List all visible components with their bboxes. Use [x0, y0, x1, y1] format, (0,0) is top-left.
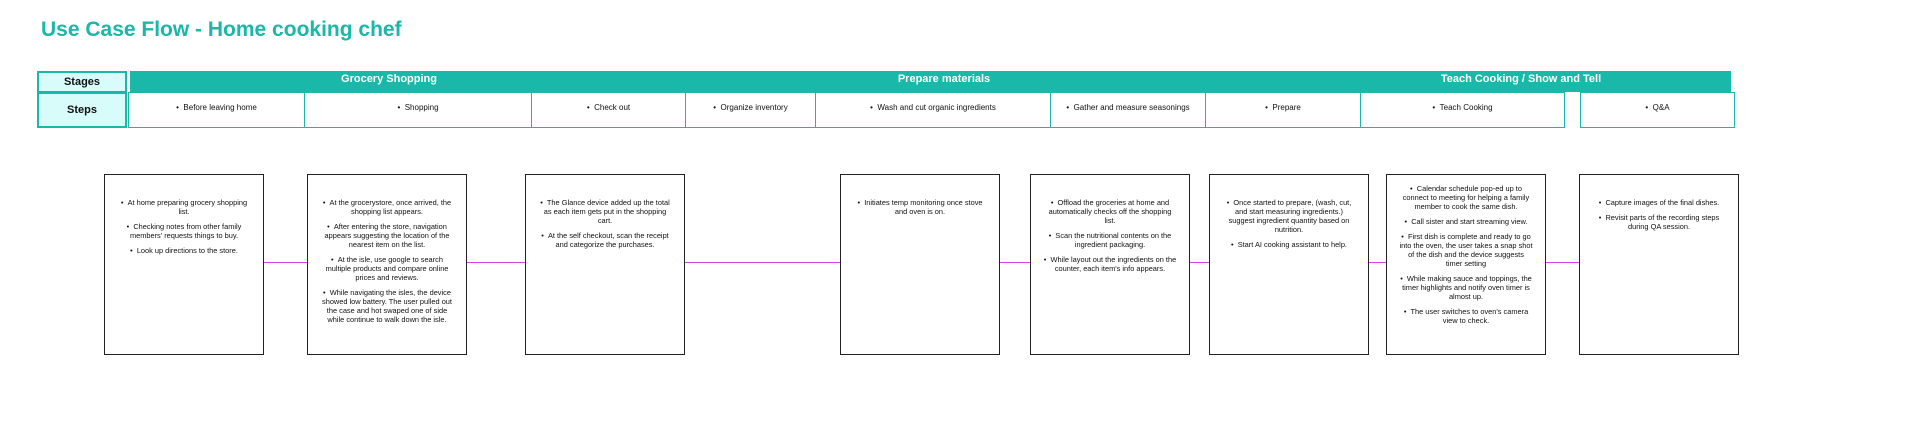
step-before-leaving-home: Before leaving home	[128, 92, 305, 128]
connector-line	[684, 262, 840, 263]
card-bullet: Look up directions to the store.	[117, 246, 251, 255]
card-bullet: Scan the nutritional contents on the ing…	[1043, 231, 1177, 249]
connector-line	[1189, 262, 1209, 263]
card-bullet: At the isle, use google to search multip…	[320, 255, 454, 282]
card-bullet: At the self checkout, scan the receipt a…	[538, 231, 672, 249]
card-bullet: While making sauce and toppings, the tim…	[1399, 274, 1533, 301]
card-bullet: Calendar schedule pop-ed up to connect t…	[1399, 184, 1533, 211]
step-wash-cut: Wash and cut organic ingredients	[815, 92, 1051, 128]
card-bullet: First dish is complete and ready to go i…	[1399, 232, 1533, 268]
step-teach-cooking: Teach Cooking	[1360, 92, 1565, 128]
card-bullet: The user switches to oven's camera view …	[1399, 307, 1533, 325]
card-bullet: At the grocerystore, once arrived, the s…	[320, 198, 454, 216]
stages-band	[130, 71, 1731, 92]
card-teach-cooking: Calendar schedule pop-ed up to connect t…	[1386, 174, 1546, 355]
connector-line	[1368, 262, 1386, 263]
card-before-leaving-home: At home preparing grocery shopping list.…	[104, 174, 264, 355]
card-bullet: Call sister and start streaming view.	[1399, 217, 1533, 226]
stage-grocery-shopping: Grocery Shopping	[341, 73, 437, 85]
card-qa: Capture images of the final dishes. Revi…	[1579, 174, 1739, 355]
card-bullet: At home preparing grocery shopping list.	[117, 198, 251, 216]
page-title: Use Case Flow - Home cooking chef	[41, 18, 402, 41]
card-bullet: While layout out the ingredients on the …	[1043, 255, 1177, 273]
card-check-out: The Glance device added up the total as …	[525, 174, 685, 355]
step-shopping: Shopping	[304, 92, 532, 128]
step-qa: Q&A	[1580, 92, 1735, 128]
stage-prepare-materials: Prepare materials	[897, 73, 991, 85]
steps-label: Steps	[37, 92, 127, 128]
card-prepare: Once started to prepare, (wash, cut, and…	[1209, 174, 1369, 355]
card-bullet: Capture images of the final dishes.	[1592, 198, 1726, 207]
card-temp-monitoring: Initiates temp monitoring once stove and…	[840, 174, 1000, 355]
card-shopping: At the grocerystore, once arrived, the s…	[307, 174, 467, 355]
card-bullet: Once started to prepare, (wash, cut, and…	[1222, 198, 1356, 234]
stage-teach-cooking: Teach Cooking / Show and Tell	[1440, 73, 1602, 85]
card-bullet: Checking notes from other family members…	[117, 222, 251, 240]
card-bullet: The Glance device added up the total as …	[538, 198, 672, 225]
connector-line	[999, 262, 1030, 263]
card-bullet: While navigating the isles, the device s…	[320, 288, 454, 324]
connector-line	[263, 262, 308, 263]
card-bullet: Revisit parts of the recording steps dur…	[1592, 213, 1726, 231]
card-bullet: After entering the store, navigation app…	[320, 222, 454, 249]
step-prepare: Prepare	[1205, 92, 1361, 128]
step-organize-inventory: Organize inventory	[685, 92, 816, 128]
card-bullet: Start AI cooking assistant to help.	[1222, 240, 1356, 249]
connector-line	[467, 262, 525, 263]
stages-label: Stages	[37, 71, 127, 93]
connector-line	[1545, 262, 1579, 263]
step-gather-seasonings: Gather and measure seasonings	[1050, 92, 1206, 128]
card-bullet: Offload the groceries at home and automa…	[1043, 198, 1177, 225]
card-bullet: Initiates temp monitoring once stove and…	[853, 198, 987, 216]
card-offload-groceries: Offload the groceries at home and automa…	[1030, 174, 1190, 355]
step-check-out: Check out	[531, 92, 686, 128]
